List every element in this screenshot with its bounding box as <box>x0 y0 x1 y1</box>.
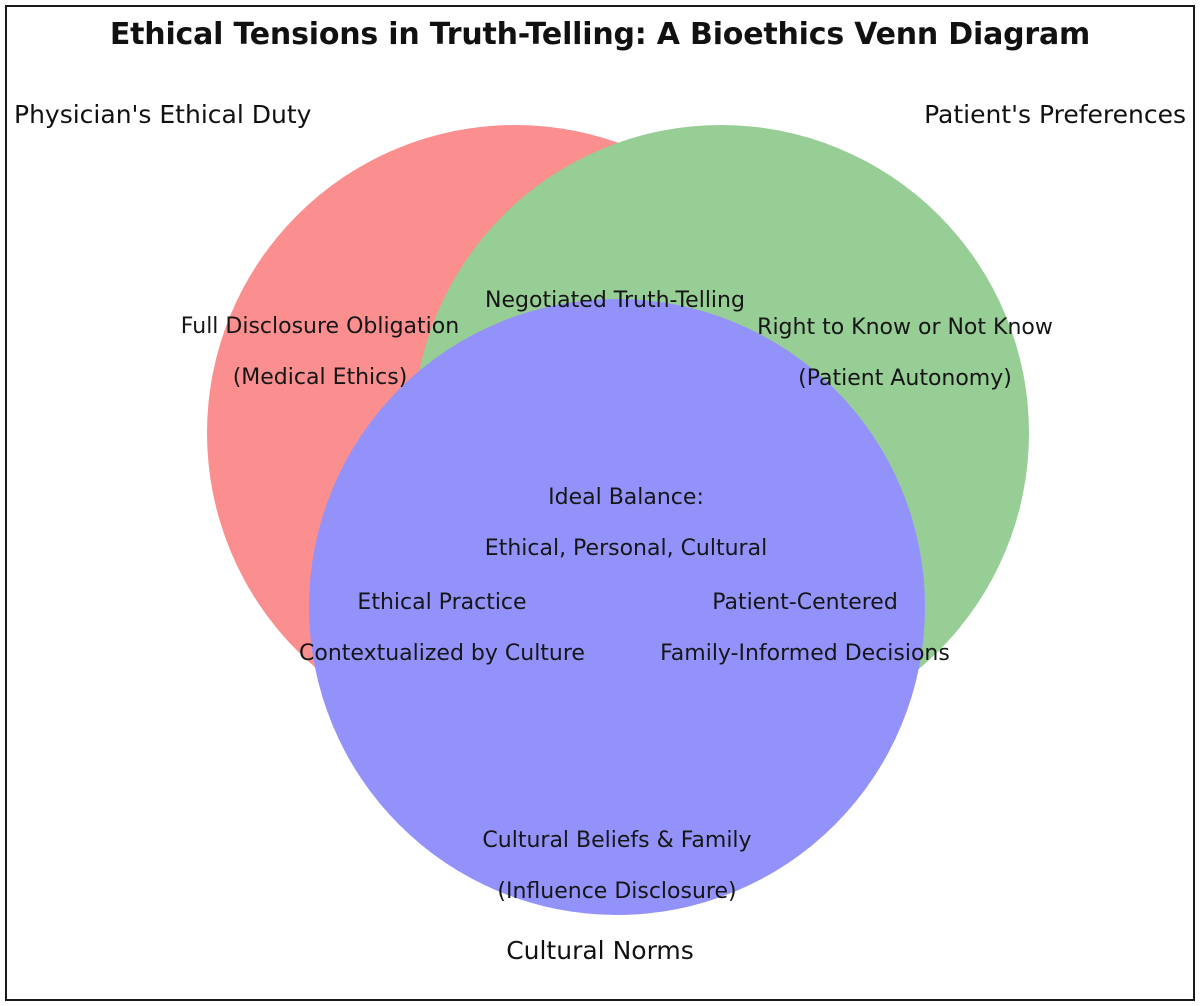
region-label-physician-only: Full Disclosure Obligation (Medical Ethi… <box>155 288 485 417</box>
region-label-patient-only-line2: (Patient Autonomy) <box>798 366 1012 392</box>
set-caption-patients-preferences: Patient's Preferences <box>924 100 1186 129</box>
set-caption-physicians-ethical-duty: Physician's Ethical Duty <box>14 100 312 129</box>
venn-circle-cultural-norms <box>309 299 925 915</box>
region-label-patient-cultural-overlap-line2: Family-Informed Decisions <box>660 641 950 667</box>
set-caption-cultural-norms: Cultural Norms <box>506 936 694 965</box>
region-label-physician-cultural-overlap-line2: Contextualized by Culture <box>299 641 585 667</box>
region-label-physician-only-line1: Full Disclosure Obligation <box>180 313 460 339</box>
region-label-cultural-only-line2: (Influence Disclosure) <box>497 879 737 905</box>
region-label-physician-patient-overlap-line1: Negotiated Truth-Telling <box>485 287 745 313</box>
region-label-triple-overlap-line2: Ethical, Personal, Cultural <box>484 536 768 562</box>
region-label-patient-cultural-overlap-line1: Patient-Centered <box>712 589 898 615</box>
region-label-triple-overlap-line1: Ideal Balance: <box>548 484 704 510</box>
region-label-patient-only-line1: Right to Know or Not Know <box>757 314 1053 340</box>
region-label-patient-cultural-overlap: Patient-Centered Family-Informed Decisio… <box>645 564 965 693</box>
page-title: Ethical Tensions in Truth-Telling: A Bio… <box>109 17 1091 52</box>
region-label-physician-only-line2: (Medical Ethics) <box>232 365 408 391</box>
region-label-physician-cultural-overlap: Ethical Practice Contextualized by Cultu… <box>282 564 602 693</box>
region-label-cultural-only: Cultural Beliefs & Family (Influence Dis… <box>452 802 782 931</box>
region-label-physician-patient-overlap: Negotiated Truth-Telling <box>470 262 760 339</box>
region-label-physician-cultural-overlap-line1: Ethical Practice <box>357 589 527 615</box>
region-label-triple-overlap: Ideal Balance: Ethical, Personal, Cultur… <box>470 459 782 588</box>
region-label-patient-only: Right to Know or Not Know (Patient Auton… <box>740 289 1070 418</box>
region-label-cultural-only-line1: Cultural Beliefs & Family <box>482 827 752 853</box>
